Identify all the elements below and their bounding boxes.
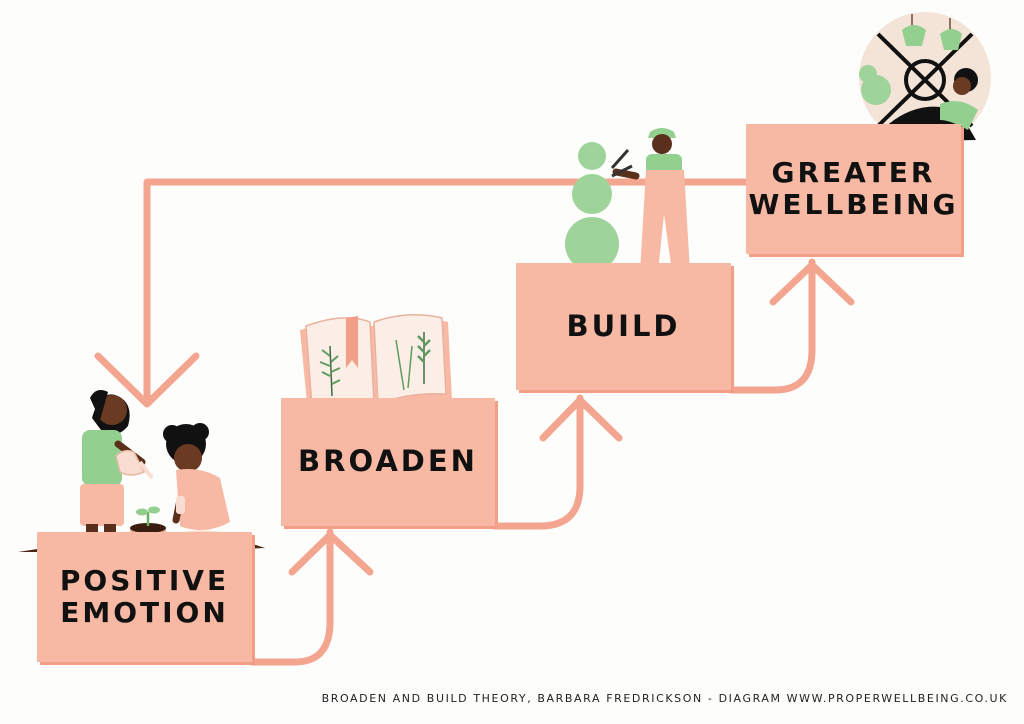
children-planting-illustration bbox=[18, 390, 265, 554]
arrow-head-broaden bbox=[288, 531, 374, 576]
arrow-head-wellbeing bbox=[769, 261, 855, 306]
footer-credit: BROADEN AND BUILD THEORY, BARBARA FREDRI… bbox=[321, 692, 1008, 705]
step-positive-emotion-line2: EMOTION bbox=[60, 596, 229, 629]
open-botanical-book-illustration bbox=[300, 314, 452, 414]
step-broaden-label: BROADEN bbox=[298, 444, 478, 479]
connectors bbox=[94, 178, 855, 666]
step-positive-emotion: POSITIVE EMOTION bbox=[37, 532, 252, 662]
step-positive-emotion-line1: POSITIVE bbox=[59, 563, 230, 597]
connector-build-to-wellbeing bbox=[727, 258, 816, 394]
step-greater-wellbeing-line1: GREATER bbox=[771, 155, 936, 189]
connector-positive-to-broaden bbox=[248, 528, 334, 666]
step-broaden: BROADEN bbox=[281, 398, 495, 526]
step-build: BUILD bbox=[516, 263, 731, 390]
step-greater-wellbeing-line2: WELLBEING bbox=[748, 188, 959, 221]
feedback-loop-line bbox=[143, 178, 750, 406]
feedback-arrow-head bbox=[94, 352, 200, 408]
step-build-label: BUILD bbox=[566, 308, 681, 343]
connector-broaden-to-build bbox=[491, 394, 584, 530]
step-greater-wellbeing: GREATER WELLBEING bbox=[746, 124, 961, 254]
arrow-head-build bbox=[539, 396, 623, 442]
